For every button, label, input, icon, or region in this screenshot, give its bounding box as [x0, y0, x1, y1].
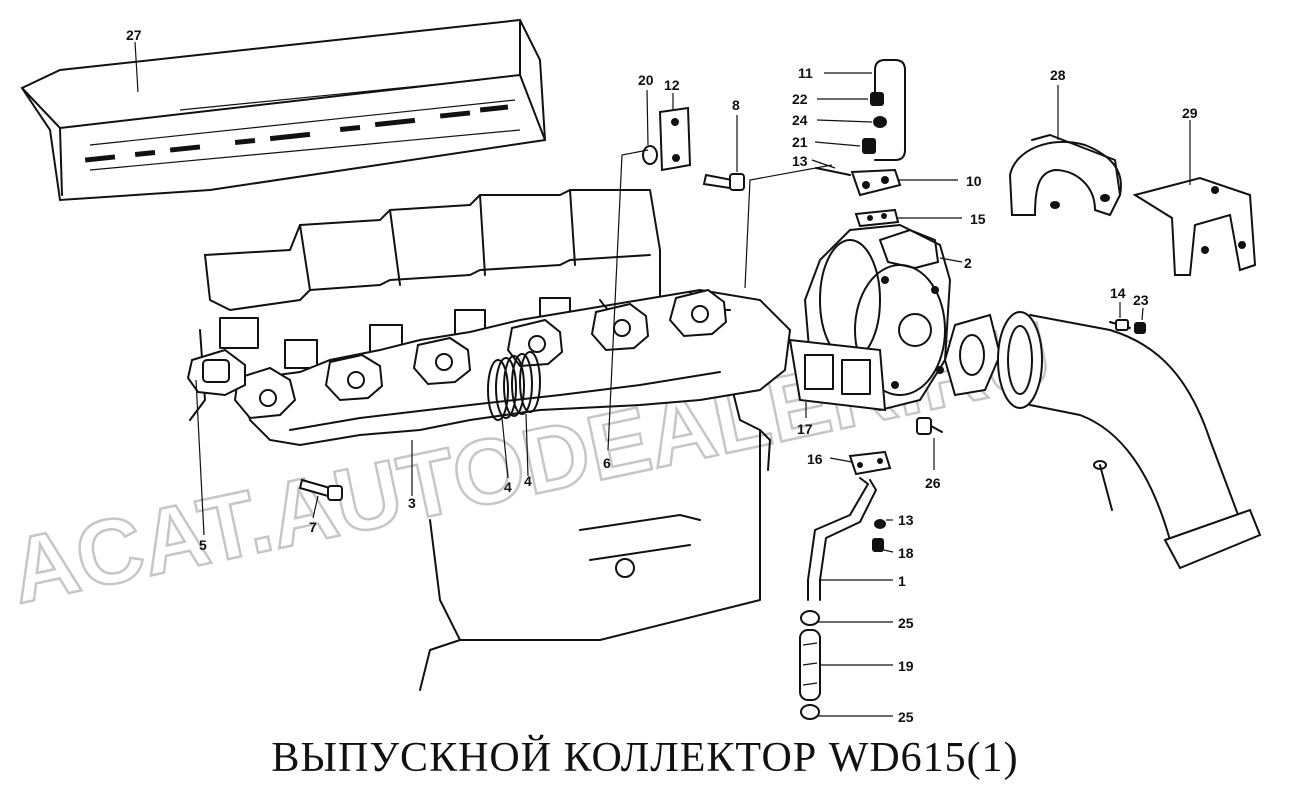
- manifold-flange-1: [233, 366, 297, 420]
- callout-labels: 27 20 12 8 11 22 24 21 13 10 15 28 29 2 …: [126, 27, 1198, 725]
- fitting-22: [870, 92, 884, 106]
- support-clamp-28: [1008, 134, 1122, 217]
- clamp-25-upper: [800, 610, 820, 626]
- stud-13-upper: [815, 167, 851, 176]
- gasket-16: [848, 450, 892, 476]
- heat-shield-27: [20, 18, 547, 202]
- callout-3: 3: [408, 495, 416, 511]
- callout-18: 18: [898, 545, 914, 561]
- clamp-25-lower: [800, 704, 820, 720]
- callout-13-upper: 13: [792, 153, 808, 169]
- seal-rings-4: [487, 351, 541, 421]
- oil-supply-pipe-11: [874, 59, 906, 161]
- washer-20: [642, 145, 658, 165]
- bolt-26: [916, 417, 943, 435]
- callout-14: 14: [1110, 285, 1126, 301]
- callout-1: 1: [898, 573, 906, 589]
- exhaust-manifold-3: [233, 288, 792, 447]
- manifold-flange-6: [668, 288, 728, 338]
- manifold-flange-5: [590, 302, 650, 352]
- callout-22: 22: [792, 91, 808, 107]
- bracket-29: [1132, 176, 1257, 276]
- callout-4-left: 4: [504, 479, 512, 495]
- callout-8: 8: [732, 97, 740, 113]
- callout-7: 7: [309, 519, 317, 535]
- leader-lines: [134, 41, 1191, 717]
- oil-return-pipe-1: [807, 477, 877, 601]
- manifold-flange-3: [412, 336, 472, 386]
- nut-23: [1134, 322, 1146, 334]
- bolt-8: [702, 173, 745, 191]
- outlet-gasket: [943, 313, 1002, 397]
- callout-12: 12: [664, 77, 680, 93]
- turbo-gasket-17: [788, 338, 887, 412]
- lock-plate-12: [658, 106, 692, 172]
- gasket-15: [854, 208, 900, 228]
- callout-20: 20: [638, 72, 654, 88]
- hose-19: [799, 629, 821, 701]
- callout-2: 2: [964, 255, 972, 271]
- callout-19: 19: [898, 658, 914, 674]
- callout-13-lower: 13: [898, 512, 914, 528]
- exhaust-elbow-pipe: [997, 311, 1262, 570]
- callout-29: 29: [1182, 105, 1198, 121]
- callout-11: 11: [798, 65, 813, 81]
- banjo-21: [862, 138, 876, 154]
- callout-25-lower: 25: [898, 709, 914, 725]
- callout-25-upper: 25: [898, 615, 914, 631]
- callout-27: 27: [126, 27, 142, 43]
- callout-21: 21: [792, 134, 808, 150]
- callout-4-right: 4: [524, 473, 532, 489]
- callout-15: 15: [970, 211, 986, 227]
- callout-6: 6: [603, 455, 611, 471]
- bolt-13-lower: [874, 519, 886, 529]
- callout-10: 10: [966, 173, 982, 189]
- gasket-5: [186, 348, 246, 397]
- callout-5: 5: [199, 537, 207, 553]
- stud-14: [1109, 319, 1131, 331]
- bolt-7: [298, 478, 343, 501]
- engine-block: [189, 189, 771, 691]
- callout-23: 23: [1133, 292, 1149, 308]
- callout-17: 17: [797, 421, 813, 437]
- callout-26: 26: [925, 475, 941, 491]
- page-title: ВЫПУСКНОЙ КОЛЛЕКТОР WD615(1): [271, 735, 1019, 781]
- callout-16: 16: [807, 451, 823, 467]
- washer-24: [873, 116, 887, 128]
- callout-28: 28: [1050, 67, 1066, 83]
- manifold-flange-2: [324, 353, 384, 402]
- flange-10: [850, 168, 902, 197]
- callout-24: 24: [792, 112, 808, 128]
- bolt-18: [872, 538, 884, 552]
